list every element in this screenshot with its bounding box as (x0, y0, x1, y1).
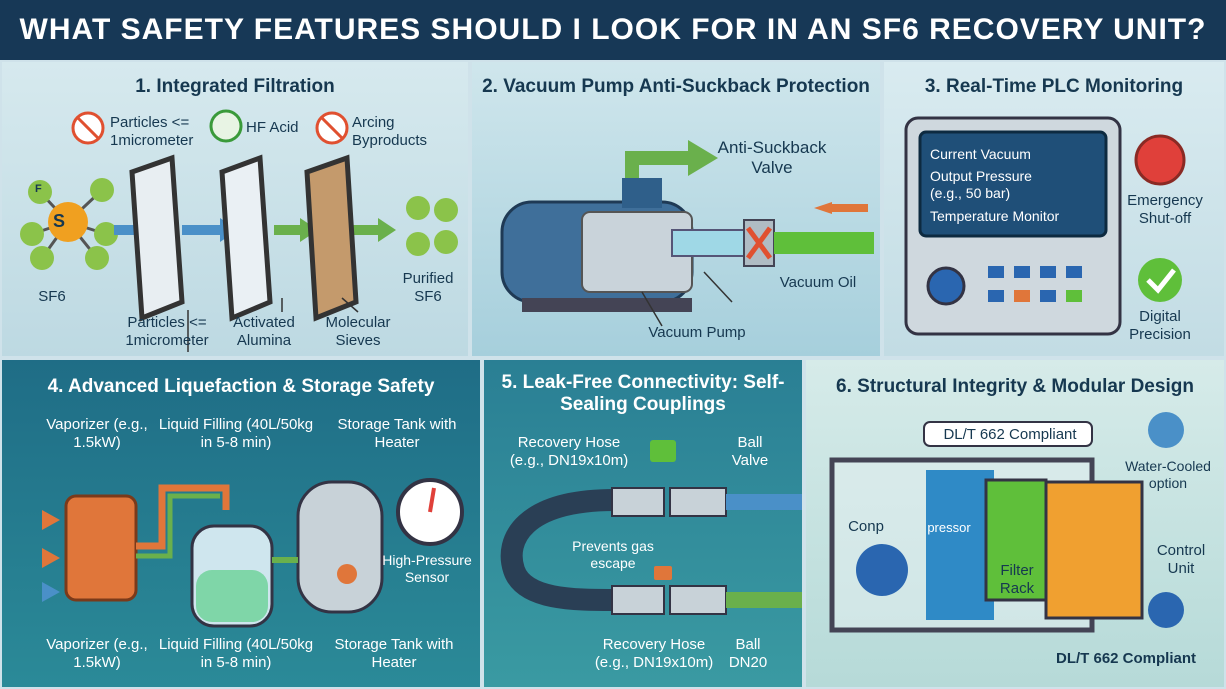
storage-tank-label-bottom: Storage Tank with Heater (334, 636, 454, 671)
ball-dn20-label: Ball DN20 (728, 636, 768, 671)
panel-liquefaction-storage: 4. Advanced Liquefaction & Storage Safet… (0, 358, 482, 689)
vaporizer-icon (64, 494, 138, 602)
ball-valve-label: Ball Valve (731, 434, 769, 469)
vacuum-pump-label: Vacuum Pump (648, 324, 746, 341)
panel-integrated-filtration: 1. Integrated Filtration (0, 60, 470, 358)
prevents-gas-escape-label: Prevents gas escape (572, 538, 654, 571)
liquid-filling-label-bottom: Liquid Filling (40L/50kg in 5-8 min) (158, 636, 314, 671)
filter-rack (984, 478, 1048, 602)
pressor-label: pressor (927, 520, 971, 535)
label-activated-alumina: Activated Alumina (233, 314, 295, 349)
coupling-illustration (500, 440, 802, 615)
panel-title: 2. Vacuum Pump Anti-Suckback Protection (482, 76, 870, 97)
emergency-shutoff-label: Emergency Shut-off (1127, 192, 1203, 227)
globe-icon (1148, 592, 1184, 628)
recovery-hose-label-bottom: Recovery Hose (e.g., DN19x10m) (594, 636, 714, 671)
flow-arrow-icon (688, 140, 718, 176)
lock-open-icon (654, 566, 672, 580)
compliance-label-bottom: DL/T 662 Compliant (1055, 650, 1197, 667)
panel-leak-free-connectivity: 5. Leak-Free Connectivity: Self-Sealing … (482, 358, 804, 689)
checkmark-icon (1138, 258, 1182, 302)
screen-temperature-monitor: Temperature Monitor (930, 208, 1060, 224)
flask-icon (209, 109, 243, 143)
sieve-filter (304, 154, 359, 322)
header-banner: WHAT SAFETY FEATURES SHOULD I LOOK FOR I… (0, 0, 1226, 60)
screen-output-pressure: Output Pressure (e.g., 50 bar) (930, 168, 1032, 201)
label-arcing-byproducts: Arcing Byproducts (352, 114, 428, 149)
sulfur-atom-label: S (53, 211, 66, 231)
panel-title: 4. Advanced Liquefaction & Storage Safet… (47, 376, 435, 397)
filter-rack-label: Filter Rack (999, 562, 1035, 597)
storage-tank-label-top: Storage Tank with Heater (337, 416, 457, 451)
anti-suckback-valve-label: Anti-Suckback Valve (717, 138, 827, 178)
panel-anti-suckback: 2. Vacuum Pump Anti-Suckback Protection … (470, 60, 882, 358)
label-molecular-sieves: Molecular Sieves (325, 314, 391, 349)
fluorine-atom-label: F (35, 183, 42, 195)
filtration-illustration (20, 109, 458, 352)
panel-title: 3. Real-Time PLC Monitoring (924, 76, 1184, 97)
recovery-hose (500, 489, 615, 611)
heater-flame-icon (337, 564, 357, 584)
digital-precision-label: Digital Precision (1129, 308, 1191, 343)
panel-title: 5. Leak-Free Connectivity: Self-Sealing … (501, 372, 785, 415)
plc-screen (918, 130, 1108, 238)
storage-tank (296, 480, 384, 614)
label-particles-bottom: Particles <= 1micrometer (125, 314, 209, 349)
recovery-hose-label-top: Recovery Hose (e.g., DN19x10m) (509, 434, 629, 469)
panel-title: 1. Integrated Filtration (135, 76, 335, 97)
knob-icon (926, 266, 966, 306)
liquefaction-illustration (42, 478, 464, 628)
emergency-button-icon (1134, 134, 1186, 186)
label-particles-top: Particles <= 1micrometer (110, 114, 194, 149)
vaporizer-label-top: Vaporizer (e.g., 1.5kW) (46, 416, 148, 451)
high-pressure-sensor-label: High-Pressure Sensor (382, 552, 472, 585)
modular-frame-illustration (829, 412, 1184, 633)
vacuum-oil-label: Vacuum Oil (779, 274, 857, 291)
liquid-filling-label-top: Liquid Filling (40L/50kg in 5-8 min) (158, 416, 314, 451)
particle-filter (129, 154, 185, 322)
compliance-badge-top: DL/T 662 Compliant (943, 426, 1077, 443)
lock-closed-icon (650, 440, 676, 462)
control-unit (1044, 480, 1144, 620)
compressor-panel (926, 470, 994, 620)
motor-icon (856, 544, 908, 596)
plc-illustration (904, 116, 1186, 336)
alumina-filter (219, 154, 273, 322)
panel-title: 6. Structural Integrity & Modular Design (836, 376, 1194, 397)
sf6-label: SF6 (38, 288, 66, 305)
panel-plc-monitoring: 3. Real-Time PLC Monitoring Current Vacu… (882, 60, 1226, 358)
vaporizer-label-bottom: Vaporizer (e.g., 1.5kW) (46, 636, 148, 671)
panel-structural-integrity: 6. Structural Integrity & Modular Design… (804, 358, 1226, 689)
label-purified-sf6: Purified SF6 (402, 270, 454, 305)
water-drop-icon (1148, 412, 1184, 448)
screen-current-vacuum: Current Vacuum (930, 146, 1031, 162)
control-unit-label: Control Unit (1156, 542, 1206, 577)
sf6-molecule-icon (20, 178, 118, 270)
vacuum-pump-illustration (500, 140, 874, 327)
label-hf-acid: HF Acid (246, 119, 299, 136)
comp-label: Conp (848, 518, 884, 535)
water-cooled-label: Water-Cooled option (1125, 458, 1211, 491)
page-title: WHAT SAFETY FEATURES SHOULD I LOOK FOR I… (19, 13, 1207, 46)
